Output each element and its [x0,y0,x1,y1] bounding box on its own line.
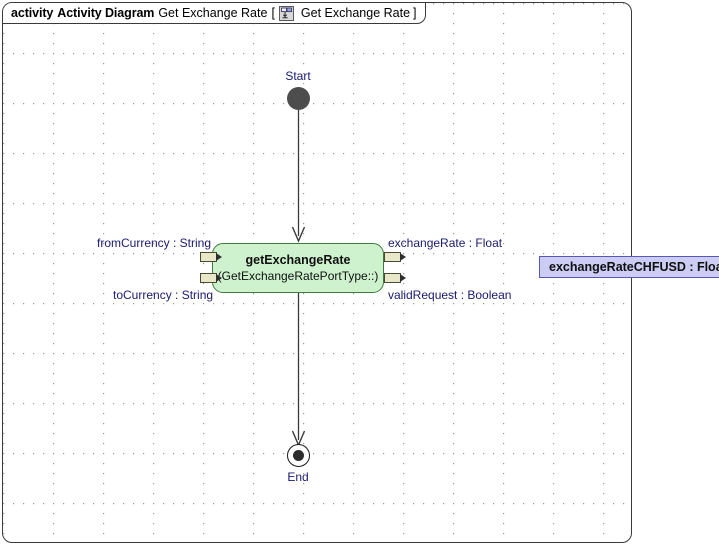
object-node-exchange-rate-chfusd[interactable]: exchangeRateCHFUSD : Float [539,256,719,278]
frame-bracket-close: ] [413,6,417,20]
activity-diagram-frame: Start getExchangeRate (GetExchangeRatePo… [2,2,632,543]
frame-referenced-behavior: Get Exchange Rate [300,6,411,20]
input-pin-arrow-icon [216,253,222,261]
diagram-frame-header: activity Activity Diagram Get Exchange R… [3,3,426,24]
frame-diagram-name: Get Exchange Rate [158,6,268,20]
initial-node-label: Start [285,69,311,83]
activity-final-node[interactable] [287,444,310,467]
initial-node[interactable] [287,87,310,110]
frame-diagram-kind: Activity Diagram [57,6,155,20]
output-pin-exchange-rate[interactable] [384,252,401,262]
output-pin-arrow-icon [400,253,406,261]
diagram-canvas[interactable]: Start getExchangeRate (GetExchangeRatePo… [3,3,631,542]
output-pin-arrow-icon [400,274,406,282]
action-node-name: getExchangeRate [245,252,351,267]
input-pin-label-to-currency: toCurrency : String [113,288,214,302]
output-pin-valid-request[interactable] [384,273,401,283]
input-pin-arrow-icon [216,274,222,282]
frame-keyword: activity [11,6,54,20]
input-pin-label-from-currency: fromCurrency : String [97,236,212,250]
input-pin-from-currency[interactable] [200,252,217,262]
final-node-label: End [287,470,309,484]
action-node-behavior-type: (GetExchangeRatePortType::) [217,268,379,283]
output-pin-label-exchange-rate: exchangeRate : Float [388,236,503,250]
call-behavior-action-node[interactable]: getExchangeRate (GetExchangeRatePortType… [212,243,384,293]
activity-behavior-icon [278,5,294,21]
output-pin-label-valid-request: validRequest : Boolean [388,288,512,302]
input-pin-to-currency[interactable] [200,273,217,283]
frame-bracket-open: [ [271,6,275,20]
